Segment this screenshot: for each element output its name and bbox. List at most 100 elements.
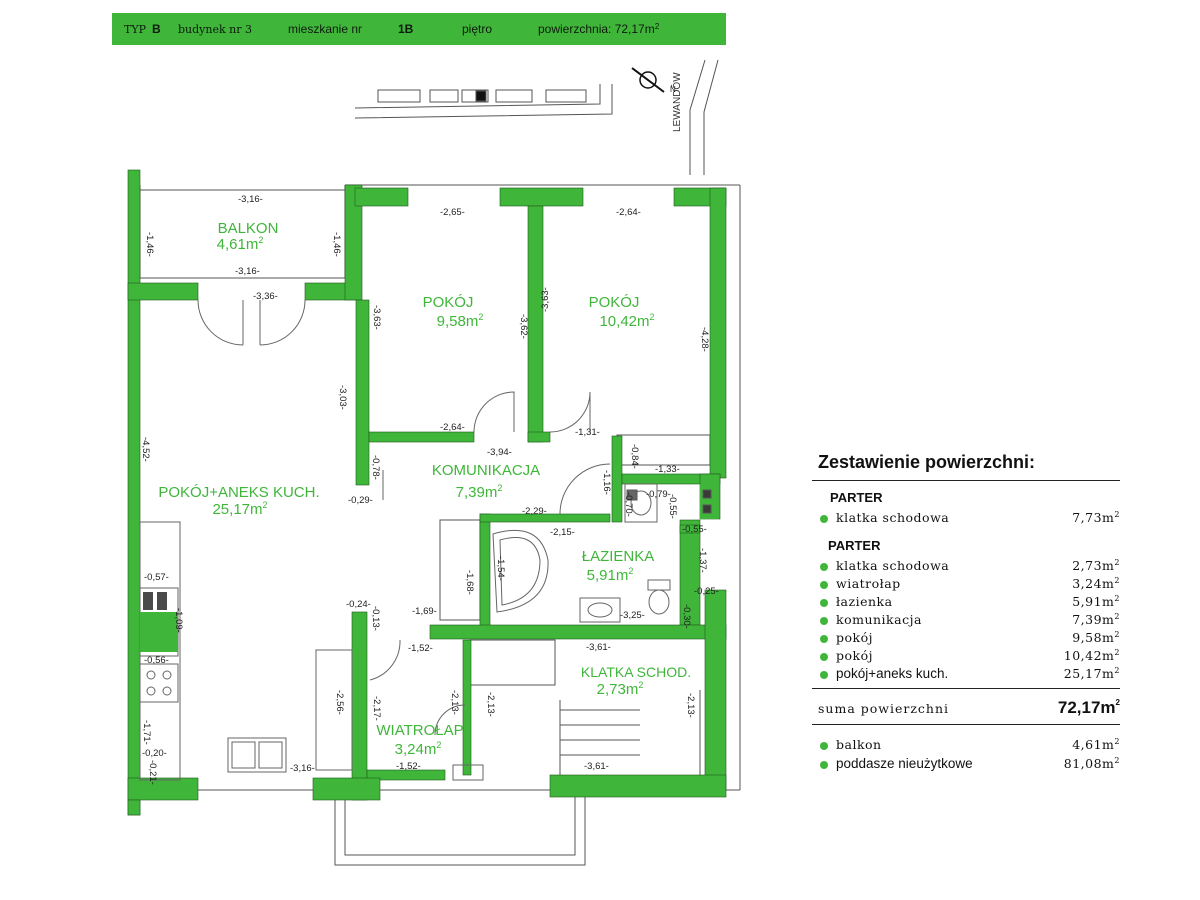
room-name: KLATKA SCHOD. (581, 664, 691, 680)
header-bar: TYP B budynek nr 3 mieszkanie nr 1B pięt… (112, 13, 726, 45)
room-area: 25,17m2 (212, 500, 267, 518)
total-value: 72,17m2 (1057, 698, 1120, 717)
dimension: -1,54- (495, 556, 506, 581)
dimension: -0,84- (629, 444, 640, 469)
room-name: POKÓJ (589, 294, 640, 311)
dimension: -2,56- (334, 690, 345, 715)
dimension: -0,79- (646, 489, 671, 500)
dimension: -2,13- (449, 690, 460, 715)
bullet-icon (820, 653, 828, 661)
dimension: -1,52- (396, 761, 421, 772)
dimension: -1,71- (141, 720, 152, 745)
summary-row: komunikacja 7,39m2 (820, 612, 1120, 630)
summary-row: klatka schodowa 2,73m2 (820, 558, 1120, 576)
dimension: -2,17- (371, 696, 382, 721)
doors-fixtures (139, 299, 671, 781)
walls (127, 169, 727, 816)
dimension: -2,13- (685, 693, 696, 718)
summary-mid-rule (812, 688, 1120, 689)
dimension: -3,63- (540, 287, 551, 312)
bullet-icon (820, 581, 828, 589)
dimension: -0,55- (682, 524, 707, 535)
summary-row: balkon 4,61m2 (820, 737, 1120, 755)
dimension: -3,16- (290, 763, 315, 774)
site-buildings (377, 89, 587, 103)
bullet-icon (820, 599, 828, 607)
room-area: 3,24m2 (395, 740, 442, 758)
summary-row: pokój+aneks kuch. 25,17m2 (820, 666, 1120, 684)
dimension: -0,78- (370, 455, 381, 480)
typ-label: TYP (124, 23, 146, 36)
dimension: -4,52- (140, 437, 151, 462)
building-label: budynek nr 3 (178, 23, 252, 36)
summary-row: klatka schodowa 7,73m2 (820, 510, 1120, 528)
room-name: POKÓJ (423, 294, 474, 311)
dimension: -1,16- (601, 470, 612, 495)
dimension: -1,52- (408, 643, 433, 654)
dimension: -3,63- (371, 305, 382, 330)
bullet-icon (820, 617, 828, 625)
room-name: ŁAZIENKA (582, 548, 655, 565)
dimension: -3,36- (253, 291, 278, 302)
summary-row: poddasze nieużytkowe 81,08m2 (820, 756, 1120, 774)
dimension: -0,13- (370, 606, 381, 631)
room-area: 4,61m2 (217, 235, 264, 253)
room-name: KOMUNIKACJA (432, 462, 540, 479)
north-label: N (670, 85, 676, 94)
dimension: -1,33- (655, 464, 680, 475)
apartment-value: 1B (398, 22, 414, 36)
bullet-icon (820, 515, 828, 523)
summary-section-2: PARTER (828, 538, 881, 553)
dimension: -1,68- (464, 570, 475, 595)
bullet-icon (820, 563, 828, 571)
floor-label: piętro (462, 22, 493, 36)
room-name: BALKON (218, 220, 279, 237)
dimension: -0,57- (144, 572, 169, 583)
dimension: -3,16- (238, 194, 263, 205)
dimension-labels: -3,16- -1,46- -1,46- -3,16- -3,36- -2,65… (140, 194, 719, 785)
bathroom-tiles (626, 489, 712, 514)
summary-section-1: PARTER (830, 490, 883, 505)
typ-value: B (152, 22, 161, 36)
room-area: 7,39m2 (456, 483, 503, 501)
summary-title: Zestawienie powierzchni: (818, 452, 1036, 472)
dimension: -2,64- (616, 207, 641, 218)
dimension: -3,94- (487, 447, 512, 458)
summary-row: łazienka 5,91m2 (820, 594, 1120, 612)
bullet-icon (820, 761, 828, 769)
room-area: 5,91m2 (587, 566, 634, 584)
dimension: -2,13- (485, 692, 496, 717)
dimension: -2,29- (522, 506, 547, 517)
bullet-icon (820, 742, 828, 750)
dimension: -0,25- (694, 586, 719, 597)
room-name: WIATROŁAP (376, 722, 463, 739)
dimension: -3,16- (235, 266, 260, 277)
dimension: -0,55- (667, 494, 678, 519)
dimension: -1,46- (144, 232, 155, 257)
room-labels: BALKON 4,61m2 POKÓJ 9,58m2 POKÓJ 10,42m2… (158, 220, 691, 758)
summary-bottom-rule (812, 724, 1120, 725)
area-label: powierzchnia: 72,17m2 (538, 22, 660, 36)
room-area: 10,42m2 (599, 312, 654, 330)
dimension: -0,24- (346, 599, 371, 610)
dimension: -1,09- (173, 608, 184, 633)
site-map (354, 59, 719, 175)
room-name: POKÓJ+ANEKS KUCH. (158, 484, 319, 501)
dimension: -2,65- (440, 207, 465, 218)
dimension: -1,69- (412, 606, 437, 617)
north-arrow: N (631, 67, 676, 94)
apartment-label: mieszkanie nr (288, 22, 363, 36)
dimension: -3,03- (337, 385, 348, 410)
bullet-icon (820, 671, 828, 679)
dimension: -3,62- (518, 314, 529, 339)
dimension: -0,20- (142, 748, 167, 759)
street-label: LEWANDÓW (670, 72, 683, 132)
dimension: -0,21- (147, 760, 158, 785)
dimension: -0,70- (623, 492, 634, 517)
dimension: -0,29- (348, 495, 373, 506)
summary-row: pokój 9,58m2 (820, 630, 1120, 648)
room-area: 9,58m2 (437, 312, 484, 330)
summary-row: wiatrołap 3,24m2 (820, 576, 1120, 594)
dimension: -1,31- (575, 427, 600, 438)
dimension: -4,28- (699, 327, 710, 352)
